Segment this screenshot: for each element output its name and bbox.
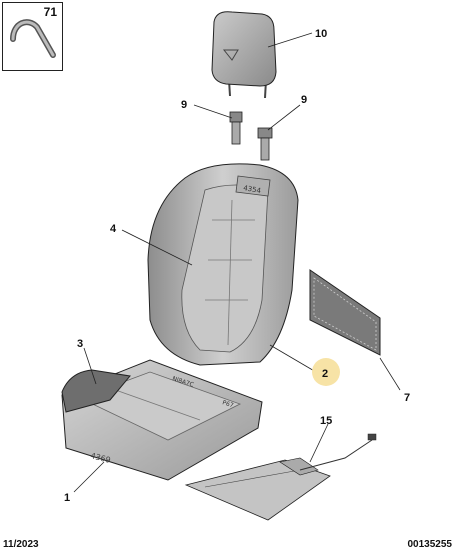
callout-1: 1 (64, 492, 70, 504)
guide-right (257, 127, 273, 161)
clip-icon (10, 19, 56, 58)
inset-box: 71 (2, 2, 63, 71)
backrest: 4354 (147, 163, 299, 366)
callout-15: 15 (320, 415, 332, 427)
guide-left (229, 111, 243, 145)
callout-2: 2 (322, 368, 328, 380)
inset-part-number: 71 (43, 5, 57, 19)
leader-lines (73, 32, 401, 493)
callout-9-left: 9 (181, 99, 187, 111)
backrest-code: 4354 (243, 184, 262, 195)
cushion-tag-b: P67 (221, 399, 234, 409)
callout-3: 3 (77, 338, 83, 350)
heater-mat (184, 433, 377, 521)
net-pocket (309, 269, 381, 356)
callout-highlight (312, 358, 340, 386)
callout-9-right: 9 (301, 94, 307, 106)
headrest (211, 11, 277, 99)
footer-doc-code: 00135255 (407, 539, 453, 550)
footer-date: 11/2023 (3, 539, 39, 550)
callout-10: 10 (315, 28, 327, 40)
callout-4: 4 (110, 223, 117, 235)
callout-7: 7 (404, 392, 410, 404)
side-trim (61, 369, 131, 413)
